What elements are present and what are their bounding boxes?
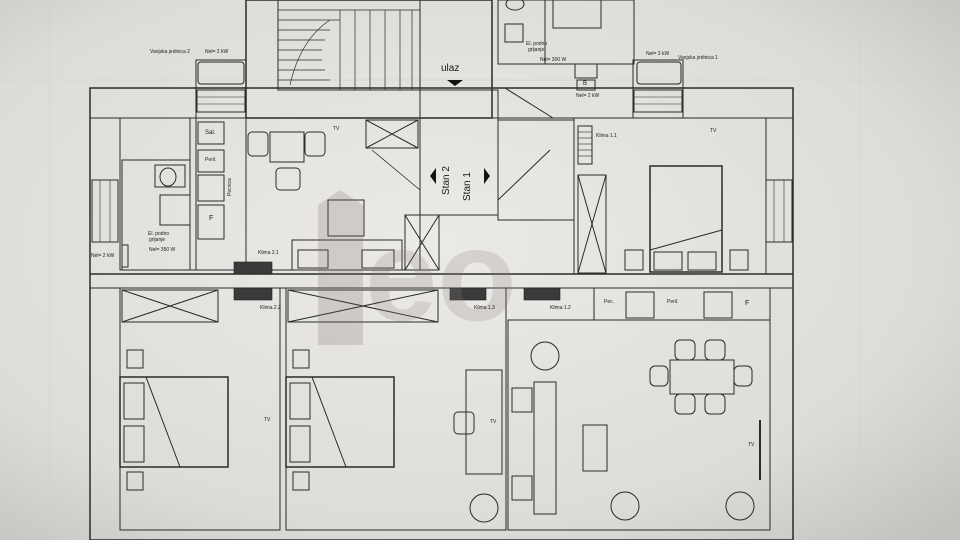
outdoor-unit-2-label: Vanjska jedinica 2 — [150, 49, 190, 55]
outdoor-unit-1 — [636, 61, 682, 85]
tv-label: TV — [748, 442, 755, 448]
building-outline — [89, 87, 794, 540]
panel-b-label: B — [583, 81, 588, 87]
perilica-label-2: Peril. — [667, 299, 679, 305]
watermark: eo — [318, 190, 517, 348]
bed-1 — [119, 376, 229, 468]
outdoor-unit-2 — [197, 61, 245, 85]
stan-1-label: Stan 1 — [462, 172, 473, 201]
klima-11-label: Klima 1.1 — [596, 133, 617, 139]
entrance-arrow — [447, 80, 463, 86]
svg-text:eo: eo — [365, 202, 517, 348]
heating-2-power: Nel= 350 W — [149, 247, 176, 253]
heating-1-sub: grijanje — [528, 47, 545, 53]
fridge-label-2: F — [745, 300, 750, 307]
power-right: Nel= 3 kW — [646, 51, 670, 57]
tv-label: TV — [264, 417, 271, 423]
outdoor-unit-1-label: Vanjska jedinica 1 — [678, 55, 718, 61]
bed-2 — [285, 376, 395, 468]
heating-1-title: El. podno — [526, 41, 548, 47]
entrance-label: ulaz — [441, 63, 460, 74]
sal-label: Sal. — [205, 130, 216, 136]
power-center: Nel= 2 kW — [576, 93, 600, 99]
tv-label: TV — [333, 126, 340, 132]
power-left: Nel= 2 kW — [205, 49, 229, 55]
power-wall: Nel= 2 kW — [91, 253, 115, 259]
heating-2-title: El. podno — [148, 231, 170, 237]
pec-label: Pec. — [604, 299, 615, 305]
tv-label: TV — [710, 128, 717, 134]
pecnica-label: Pecnica — [227, 178, 233, 196]
heating-2-sub: grijanje — [149, 237, 166, 243]
stan-2-label: Stan 2 — [441, 166, 452, 195]
klima-21-label: Klima 2.1 — [258, 250, 279, 256]
perilica-label-1: Peril. — [205, 157, 217, 163]
klima-22-label: Klima 2.2 — [260, 305, 281, 311]
heating-1-power: Nel= 300 W — [540, 57, 567, 63]
klima-12-label: Klima 1.2 — [550, 305, 571, 311]
klima-13-label: Klima 1.3 — [474, 305, 495, 311]
fridge-label-1: F — [209, 215, 214, 222]
tv-label: TV — [490, 419, 497, 425]
